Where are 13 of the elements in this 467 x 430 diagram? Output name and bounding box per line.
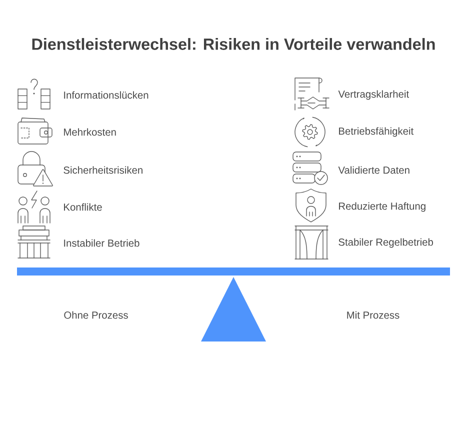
- item-label: Mehrkosten: [64, 128, 116, 136]
- item-label: Informationslücken: [64, 91, 148, 99]
- item-label: Vertragsklarheit: [338, 90, 409, 100]
- item-label: Konflikte: [64, 203, 102, 211]
- side-label: Mit Prozess: [347, 311, 400, 319]
- item-label: Reduzierte Haftung: [339, 202, 426, 212]
- item-label: Betriebsfähigkeit: [339, 127, 414, 137]
- item-label: Sicherheitsrisiken: [64, 166, 142, 174]
- side-label: Ohne Prozess: [64, 311, 128, 319]
- title: Dienstleisterwechsel: Risiken in Vorteile verwandeln: [32, 38, 435, 50]
- item-label: Stabiler Regelbetrieb: [338, 238, 433, 248]
- item-label: Instabiler Betrieb: [64, 239, 140, 247]
- item-label: Validierte Daten: [338, 166, 410, 174]
